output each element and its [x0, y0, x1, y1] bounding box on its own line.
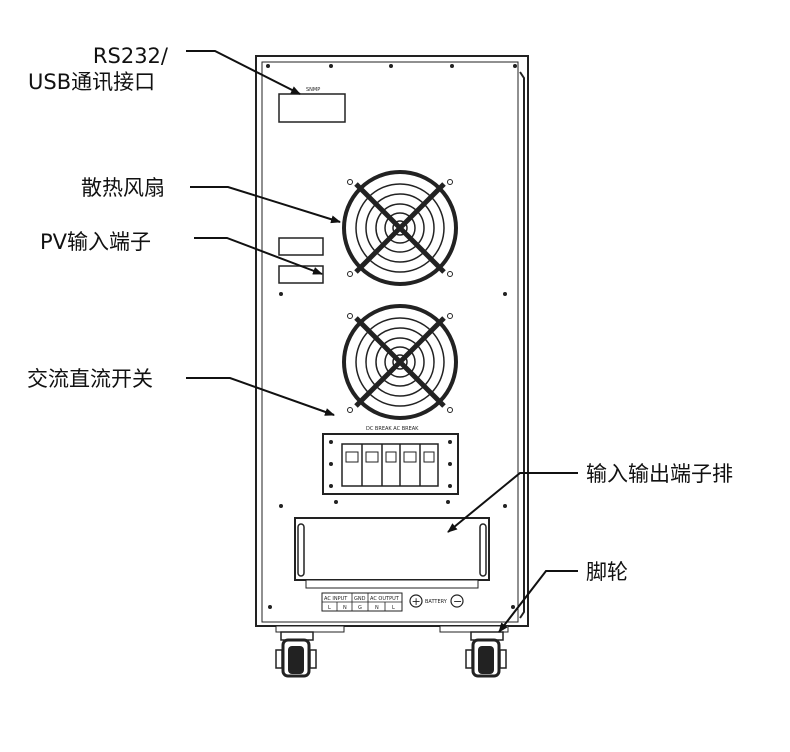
term-l2: L: [392, 605, 395, 611]
snmp-port: SNMP: [278, 87, 346, 123]
plus-text: +: [412, 595, 421, 608]
label-rs232-line1: RS232/: [92, 44, 168, 68]
term-n2: N: [375, 605, 379, 611]
label-rs232: RS232/: [88, 44, 168, 68]
cooling-fan-top: [342, 170, 458, 286]
callout-line-terminal: [447, 472, 578, 533]
callout-lines: [186, 50, 578, 633]
cooling-fan-bottom: [342, 304, 458, 420]
minus-text: −: [453, 595, 462, 608]
callout-line-rs232: [186, 50, 301, 95]
callout-line-fan: [190, 186, 341, 224]
term-g: G: [358, 605, 362, 611]
ac-input-text: AC INPUT: [324, 596, 348, 602]
battery-text: BATTERY: [425, 599, 448, 605]
label-pv: PV输入端子: [40, 230, 152, 254]
ac-output-text: AC OUTPUT: [370, 596, 400, 602]
breaker-text: DC BREAK AC BREAK: [366, 426, 419, 432]
term-l1: L: [328, 605, 331, 611]
callout-line-pv: [194, 237, 323, 275]
label-fan: 散热风扇: [81, 176, 165, 200]
gnd-text: GND: [354, 596, 366, 602]
callout-line-switch: [186, 377, 335, 416]
callout-line-wheel: [498, 570, 578, 633]
terminal-strip: AC INPUT GND AC OUTPUT L N G N L + BATTE…: [268, 592, 515, 612]
snmp-text: SNMP: [306, 87, 320, 93]
label-terminal: 输入输出端子排: [586, 462, 733, 486]
caster-right: [465, 631, 507, 678]
breaker-panel: DC BREAK AC BREAK: [279, 426, 507, 508]
caster-left: [275, 631, 317, 678]
label-switch: 交流直流开关: [27, 367, 153, 391]
label-usb: USB通讯接口: [28, 70, 156, 94]
term-n1: N: [343, 605, 347, 611]
terminal-cover: [294, 517, 490, 589]
label-wheel: 脚轮: [586, 560, 628, 584]
